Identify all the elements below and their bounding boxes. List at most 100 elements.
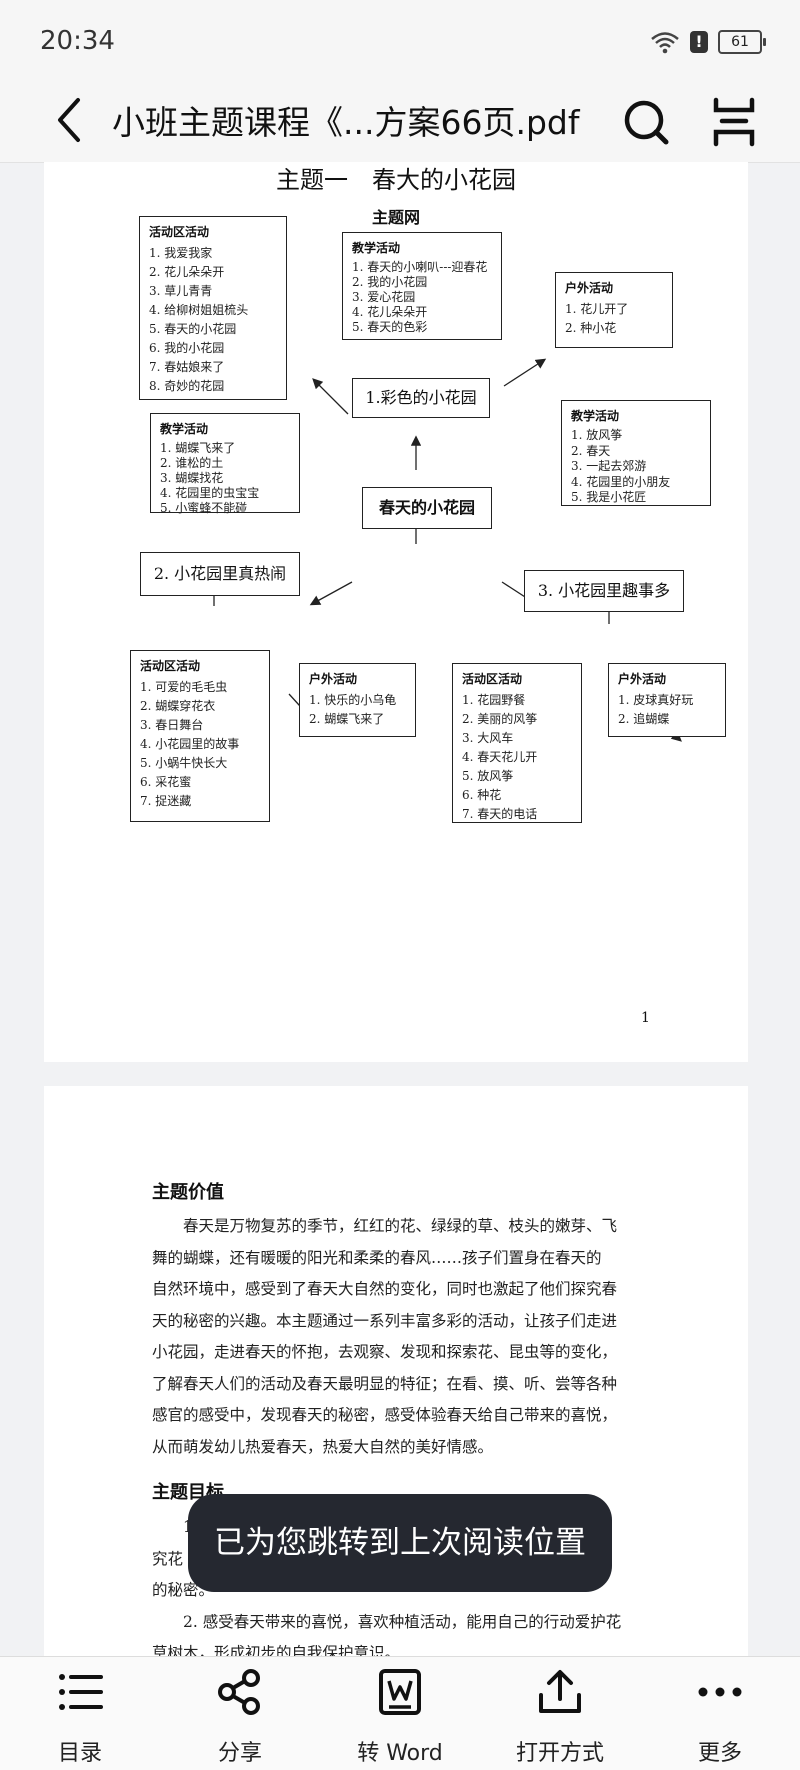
list-item: 5. 春天的小花园	[149, 322, 237, 336]
word-document-icon	[379, 1669, 421, 1715]
list-item: 3. 爱心花园	[352, 290, 416, 304]
list-item: 2. 我的小花园	[352, 275, 428, 289]
paragraph-line: 了解春天人们的活动及春天最明显的特征；在看、摸、听、尝等各种	[152, 1374, 618, 1393]
status-icons: ! 61	[650, 30, 766, 54]
box-area-activities-2: 活动区活动 1. 可爱的毛毛虫 2. 蝴蝶穿花衣 3. 春日舞台 4. 小花园里的故事…	[130, 650, 270, 822]
node-colorful-garden: 1.彩色的小花园	[352, 378, 490, 418]
list-item: 4. 花儿朵朵开	[352, 305, 428, 319]
list-item: 4. 春天花儿开	[462, 750, 538, 764]
expand-icon[interactable]	[708, 92, 760, 150]
list-item: 5. 我是小花匠	[571, 490, 647, 504]
list-item: 8. 奇妙的花园	[149, 379, 225, 393]
status-time: 20:34	[40, 26, 115, 56]
catalog-label: 目录	[57, 1741, 102, 1766]
list-item: 5. 放风筝	[462, 769, 514, 783]
more-button[interactable]: 更多	[660, 1667, 780, 1767]
search-icon[interactable]	[620, 92, 672, 150]
catalog-button[interactable]: 目录	[20, 1667, 140, 1767]
list-item: 6. 种花	[462, 788, 502, 802]
document-title: 小班主题课程《...方案66页.pdf	[112, 103, 580, 142]
box-outdoor-1: 户外活动 1. 花儿开了 2. 种小花	[555, 272, 673, 348]
paragraph-line: 从而萌发幼儿热爱春天，热爱大自然的美好情感。	[152, 1437, 494, 1456]
box-title: 活动区活动	[140, 659, 201, 673]
paragraph-line: 感官的感受中，发现春天的秘密，感受体验春天给自己带来的喜悦，	[152, 1406, 618, 1424]
share-button[interactable]: 分享	[180, 1667, 300, 1767]
header: 小班主题课程《...方案66页.pdf	[0, 80, 800, 163]
list-item: 3. 草儿青青	[149, 284, 213, 298]
list-item: 2. 春天	[571, 443, 611, 458]
paragraph-theme-value: 春天是万物复苏的季节，红红的花、绿绿的草、枝头的嫩芽、飞舞的蝴蝶，还有暖暖的阳光…	[152, 1211, 642, 1463]
list-item: 3. 蝴蝶找花	[160, 471, 224, 485]
list-item: 2. 谁松的土	[160, 456, 224, 470]
box-title: 教学活动	[352, 241, 401, 255]
list-item: 5. 小蜜蜂不能碰	[160, 501, 248, 515]
paragraph-line: 自然环境中，感受到了春天大自然的变化，同时也激起了他们探究春	[152, 1280, 618, 1298]
list-item: 3. 一起去郊游	[571, 459, 647, 473]
share-label: 分享	[217, 1741, 262, 1766]
page-subtitle: 主题网	[371, 208, 420, 227]
list-item: 6. 采花蜜	[140, 775, 192, 789]
open-with-button[interactable]: 打开方式	[500, 1667, 620, 1767]
box-title: 教学活动	[571, 409, 620, 423]
box-title: 户外活动	[618, 672, 667, 686]
list-item: 2. 种小花	[565, 321, 617, 335]
list-item: 1. 花园野餐	[462, 693, 526, 707]
list-item: 5. 小蜗牛快长大	[140, 756, 228, 770]
paragraph-line: 舞的蝴蝶，还有暖暖的阳光和柔柔的春风……孩子们置身在春天的	[152, 1248, 602, 1267]
status-bar: 20:34 ! 61	[0, 0, 800, 80]
node-lively-garden: 2. 小花园里真热闹	[140, 552, 300, 596]
back-icon[interactable]	[48, 94, 92, 146]
heading-theme-value: 主题价值	[152, 1182, 224, 1203]
list-item: 7. 春天的电话	[462, 807, 538, 821]
box-title: 活动区活动	[462, 672, 523, 686]
box-outdoor-2: 户外活动 1. 快乐的小乌龟 2. 蝴蝶飞来了	[299, 663, 416, 737]
box-title: 活动区活动	[149, 225, 210, 239]
list-item: 1. 快乐的小乌龟	[309, 693, 397, 707]
list-item: 3. 春日舞台	[140, 718, 204, 732]
list-item: 2. 蝴蝶飞来了	[309, 712, 385, 726]
convert-word-label: 转 Word	[357, 1741, 443, 1766]
box-area-activities-1: 活动区活动 1. 我爱我家 2. 花儿朵朵开 3. 草儿青青 4. 给柳树姐姐梳头 5.…	[139, 216, 287, 400]
toast-message: 已为您跳转到上次阅读位置	[188, 1494, 612, 1592]
box-area-activities-3: 活动区活动 1. 花园野餐 2. 美丽的风筝 3. 大风车 4. 春天花儿开 5. 放风…	[452, 663, 582, 823]
alert-icon: !	[690, 31, 708, 53]
page-title: 主题一 春大的小花园	[276, 166, 516, 194]
list-item: 4. 给柳树姐姐梳头	[149, 303, 249, 317]
page-number: 1	[641, 1010, 650, 1026]
list-item: 1. 可爱的毛毛虫	[140, 680, 228, 694]
bottom-toolbar: 目录 分享 转 Word 打开方式 更多	[0, 1656, 800, 1770]
box-title: 户外活动	[309, 672, 358, 686]
box-title: 户外活动	[565, 281, 614, 295]
list-item: 4. 小花园里的故事	[140, 737, 240, 751]
list-item: 7. 春姑娘来了	[149, 360, 225, 374]
paragraph-line: 春天是万物复苏的季节，红红的花、绿绿的草、枝头的嫩芽、飞	[152, 1217, 618, 1235]
list-item: 2. 美丽的风筝	[462, 712, 538, 726]
list-item: 1. 蝴蝶飞来了	[160, 441, 236, 455]
list-item: 3. 大风车	[462, 731, 514, 745]
list-item: 1. 春天的小喇叭---迎春花	[352, 260, 488, 274]
share-icon	[218, 1669, 260, 1715]
list-item: 2. 蝴蝶穿花衣	[140, 699, 216, 713]
list-item: 2. 花儿朵朵开	[149, 265, 225, 279]
list-item: 1. 我爱我家	[149, 246, 213, 260]
wifi-icon	[651, 32, 679, 54]
pdf-page-1: 主题一 春大的小花园 主题网 活动区活动 1. 我爱我家 2. 花儿朵朵开 3. 草…	[44, 162, 748, 1062]
list-item: 5. 春天的色彩	[352, 320, 428, 334]
pdf-page-2: 主题价值 春天是万物复苏的季节，红红的花、绿绿的草、枝头的嫩芽、飞舞的蝴蝶，还有…	[44, 1086, 748, 1686]
list-item: 4. 花园里的小朋友	[571, 474, 671, 489]
list-icon	[59, 1674, 103, 1710]
upload-icon	[539, 1670, 581, 1713]
list-item: 1. 花儿开了	[565, 302, 629, 316]
convert-word-button[interactable]: 转 Word	[340, 1667, 460, 1767]
list-item: 6. 我的小花园	[149, 341, 225, 355]
node-fun-garden: 3. 小花园里趣事多	[524, 570, 684, 612]
paragraph-line: 小花园，走进春天的怀抱，去观察、发现和探索花、昆虫等的变化，	[152, 1343, 618, 1361]
open-with-label: 打开方式	[515, 1741, 604, 1766]
battery-icon: 61	[718, 30, 766, 54]
paragraph-line: 天的秘密的兴趣。本主题通过一系列丰富多彩的活动，让孩子们走进	[152, 1311, 618, 1330]
node-spring-garden: 春天的小花园	[362, 487, 492, 529]
